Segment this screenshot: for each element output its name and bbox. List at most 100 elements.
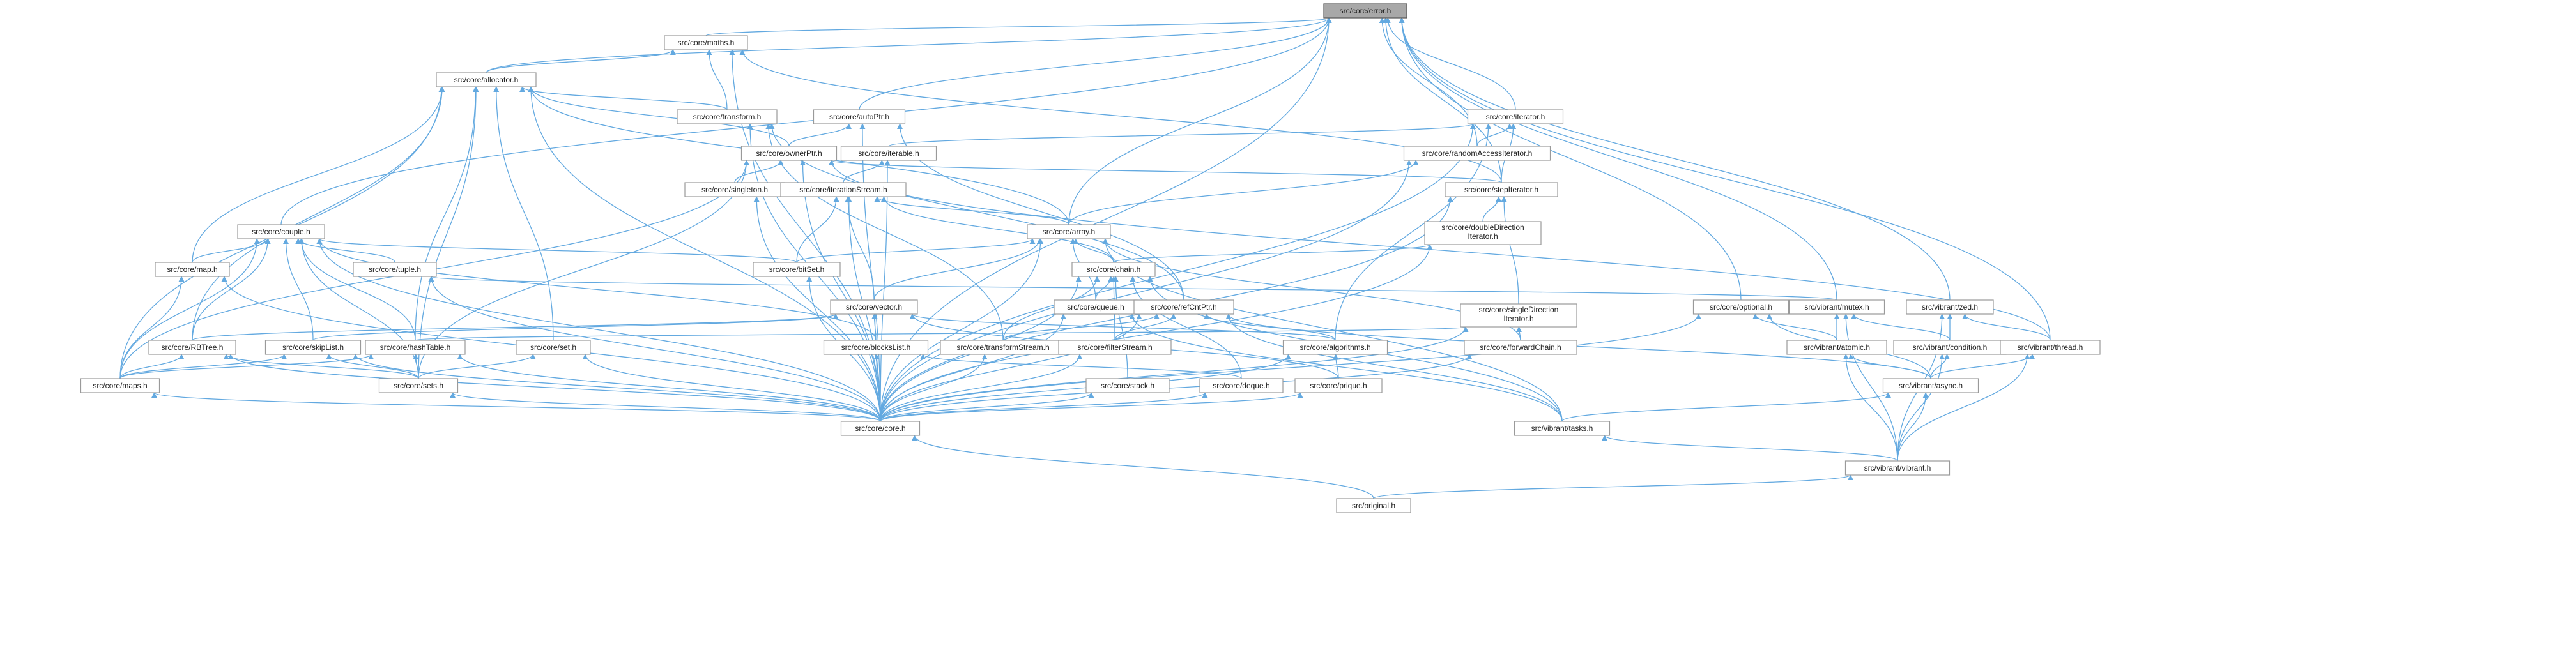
edge-optional-to-error	[1399, 17, 1742, 301]
node-label: src/core/chain.h	[1087, 265, 1141, 274]
node-label: src/core/set.h	[530, 343, 576, 352]
node-queue[interactable]: src/core/queue.h	[1054, 299, 1138, 315]
node-thread[interactable]: src/vibrant/thread.h	[2000, 340, 2101, 355]
node-optional[interactable]: src/core/optional.h	[1692, 299, 1790, 315]
node-transformstream[interactable]: src/core/transformStream.h	[940, 340, 1066, 355]
node-maths[interactable]: src/core/maths.h	[664, 35, 748, 50]
node-vector[interactable]: src/core/vector.h	[830, 299, 918, 315]
node-filterstream[interactable]: src/core/filterStream.h	[1058, 340, 1172, 355]
edge-thread-to-zed	[1962, 313, 2051, 341]
node-label: src/core/stepIterator.h	[1464, 185, 1538, 194]
node-set[interactable]: src/core/set.h	[516, 340, 591, 355]
node-couple[interactable]: src/core/couple.h	[237, 224, 325, 239]
node-algorithms[interactable]: src/core/algorithms.h	[1282, 340, 1388, 355]
edge-vibrant-to-mutex	[1843, 313, 1898, 462]
edge-sets-to-ownerptr	[418, 160, 750, 379]
edge-map-to-allocator	[192, 86, 445, 263]
node-original[interactable]: src/original.h	[1336, 498, 1411, 513]
node-label: src/core/core.h	[855, 424, 905, 433]
node-async[interactable]: src/vibrant/async.h	[1882, 378, 1979, 393]
node-blockslist[interactable]: src/core/blocksList.h	[823, 340, 929, 355]
edge-deque-to-blockslist	[920, 354, 1242, 379]
edge-tasks-to-async	[1561, 392, 1891, 422]
edge-coreh-to-ownerptr	[799, 160, 881, 422]
node-tuple[interactable]: src/core/tuple.h	[353, 262, 437, 277]
node-box	[840, 146, 937, 161]
edge-iterationstream-to-iterable	[843, 160, 885, 183]
edge-coreh-to-set	[582, 354, 881, 422]
node-box	[1058, 340, 1172, 355]
node-box	[1467, 109, 1564, 124]
edge-coreh-to-couple	[316, 238, 881, 422]
node-transform[interactable]: src/core/transform.h	[677, 109, 778, 124]
node-stepiterator[interactable]: src/core/stepIterator.h	[1445, 182, 1558, 197]
edge-thread-to-error	[1399, 17, 2051, 341]
node-hashtable[interactable]: src/core/hashTable.h	[365, 340, 466, 355]
node-vibrant[interactable]: src/vibrant/vibrant.h	[1844, 460, 1951, 476]
edge-sets-to-hashtable	[413, 354, 419, 379]
node-autoptr[interactable]: src/core/autoPtr.h	[813, 109, 906, 124]
node-label: src/vibrant/tasks.h	[1531, 424, 1593, 433]
edge-maths-to-error	[705, 17, 1331, 36]
node-label: Iterator.h	[1468, 232, 1498, 241]
node-randomaccessiterator[interactable]: src/core/randomAccessIterator.h	[1403, 146, 1551, 161]
edge-sets-to-rbtree	[223, 354, 419, 379]
node-condition[interactable]: src/vibrant/condition.h	[1893, 340, 2007, 355]
edge-allocator-to-maths	[486, 49, 676, 73]
node-prique[interactable]: src/core/prique.h	[1294, 378, 1383, 393]
node-iterable[interactable]: src/core/iterable.h	[840, 146, 937, 161]
node-deque[interactable]: src/core/deque.h	[1199, 378, 1284, 393]
edge-rbtree-to-allocator	[192, 86, 445, 341]
node-box	[813, 109, 906, 124]
node-label: src/vibrant/condition.h	[1913, 343, 1988, 352]
node-stack[interactable]: src/core/stack.h	[1085, 378, 1170, 393]
node-rbtree[interactable]: src/core/RBTree.h	[148, 340, 236, 355]
node-array[interactable]: src/core/array.h	[1027, 224, 1111, 239]
node-tasks[interactable]: src/vibrant/tasks.h	[1514, 421, 1611, 436]
node-atomic[interactable]: src/vibrant/atomic.h	[1786, 340, 1887, 355]
node-map[interactable]: src/core/map.h	[155, 262, 230, 277]
node-label: src/core/doubleDirection	[1441, 223, 1524, 232]
edge-coreh-to-autoptr	[859, 123, 881, 422]
node-sets[interactable]: src/core/sets.h	[378, 378, 459, 393]
node-box	[830, 299, 918, 315]
edge-coreh-to-array	[880, 238, 1044, 422]
edge-iterator-to-error	[1384, 17, 1516, 110]
node-layer: src/core/error.h src/core/maths.h src/core…	[80, 3, 2101, 513]
node-label: src/core/ownerPtr.h	[756, 149, 822, 158]
node-iterationstream[interactable]: src/core/iterationStream.h	[780, 182, 907, 197]
node-maps[interactable]: src/core/maps.h	[80, 378, 160, 393]
node-iterator[interactable]: src/core/iterator.h	[1467, 109, 1564, 124]
edge-coreh-to-forwardchain	[880, 354, 1473, 422]
node-box	[1027, 224, 1111, 239]
edge-coreh-to-queue	[880, 313, 1066, 422]
node-label: src/core/algorithms.h	[1300, 343, 1370, 352]
node-mutex[interactable]: src/vibrant/mutex.h	[1788, 299, 1885, 315]
edge-maps-to-couple	[119, 238, 260, 379]
node-box	[1464, 340, 1577, 355]
node-singleton[interactable]: src/core/singleton.h	[684, 182, 785, 197]
edge-chain-to-array	[1072, 238, 1114, 263]
edge-coreh-to-deque	[880, 392, 1208, 422]
node-label: src/vibrant/async.h	[1899, 381, 1963, 390]
node-box	[1085, 378, 1170, 393]
node-chain[interactable]: src/core/chain.h	[1071, 262, 1156, 277]
edge-transform-to-allocator	[519, 86, 728, 110]
node-bitset[interactable]: src/core/bitSet.h	[753, 262, 841, 277]
edge-coreh-to-skiplist	[353, 354, 881, 422]
edge-coreh-to-stack	[880, 392, 1094, 422]
node-coreh[interactable]: src/core/core.h	[840, 421, 921, 436]
node-zed[interactable]: src/vibrant/zed.h	[1906, 299, 1994, 315]
node-label: src/core/transformStream.h	[956, 343, 1049, 352]
edge-rbtree-to-vector	[192, 313, 839, 341]
edge-coreh-to-prique	[880, 392, 1303, 422]
node-skiplist[interactable]: src/core/skipList.h	[264, 340, 362, 355]
node-ownerptr[interactable]: src/core/ownerPtr.h	[740, 146, 838, 161]
node-box	[80, 378, 160, 393]
node-refcntptr[interactable]: src/core/refCntPtr.h	[1133, 299, 1234, 315]
node-forwardchain[interactable]: src/core/forwardChain.h	[1464, 340, 1577, 355]
node-allocator[interactable]: src/core/allocator.h	[436, 72, 537, 87]
node-error[interactable]: src/core/error.h	[1323, 3, 1407, 19]
